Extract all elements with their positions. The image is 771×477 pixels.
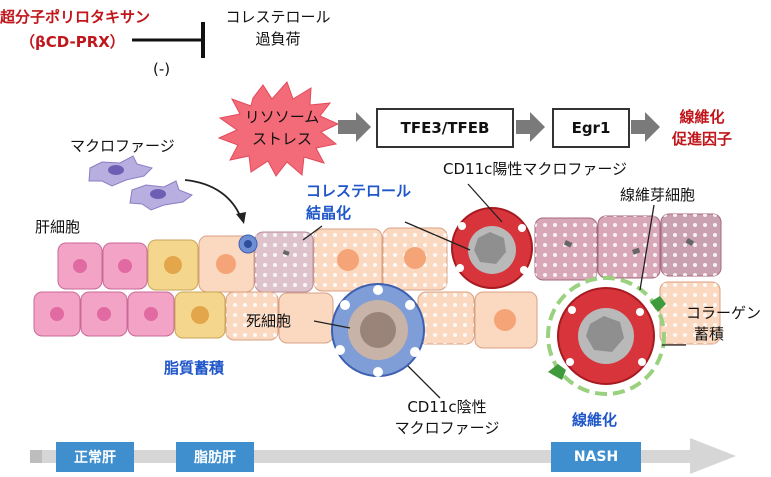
lysosome-stress-burst [217,81,340,177]
macrophage-label: マクロファージ [70,137,175,155]
stage-nash: NASH [551,442,641,472]
collagen-line2: 蓄積 [694,325,725,343]
inhibit-sign: (-) [153,60,171,78]
lysosome-line2: ストレス [251,130,312,148]
macrophage-cells [88,155,194,211]
fibrosis-label: 線維化 [572,411,618,429]
stage-fatty: 脂肪肝 [176,442,254,472]
hepatocyte-row-top [57,213,722,293]
drug-abbrev: （βCD-PRX） [20,33,125,51]
lysosome-line1: リソソーム [244,108,320,126]
cholesterol-crystal-line2: 結晶化 [306,204,352,222]
stage-normal: 正常肝 [56,442,134,472]
cholesterol-crystal-line1: コレステロール [306,182,412,200]
fibrotic-cluster [546,276,666,396]
flow-arrows [338,112,660,142]
collagen-line1: コラーゲン [686,304,762,322]
migration-arrow [184,179,242,219]
fibrosis-factor-line1: 線維化 [679,108,725,126]
cd11c-positive-label: CD11c陽性マクロファージ [443,160,628,178]
drug-name: 超分子ポリロタキサン [0,8,151,26]
cd11c-negative-cluster [331,283,425,377]
fibrosis-factor-line2: 促進因子 [671,130,732,148]
lipid-label: 脂質蓄積 [164,359,225,377]
hepatocyte-label: 肝細胞 [35,218,81,236]
cd11c-negative-line1: CD11c陰性 [407,398,487,416]
tfe-box: TFE3/TFEB [376,108,514,148]
leader-lines [302,183,686,399]
overload-line2: 過負荷 [255,30,301,48]
egr1-box: Egr1 [552,108,630,148]
dead-cell-label: 死細胞 [246,312,292,330]
hepatocyte-row-bottom [33,281,721,349]
stellate-label: 線維芽細胞 [620,186,696,204]
inhibition-bar [132,22,205,58]
cd11c-positive-cluster [451,207,533,289]
overload-line1: コレステロール [225,8,331,26]
cd11c-negative-line2: マクロファージ [394,419,500,437]
small-macrophage [238,234,258,254]
